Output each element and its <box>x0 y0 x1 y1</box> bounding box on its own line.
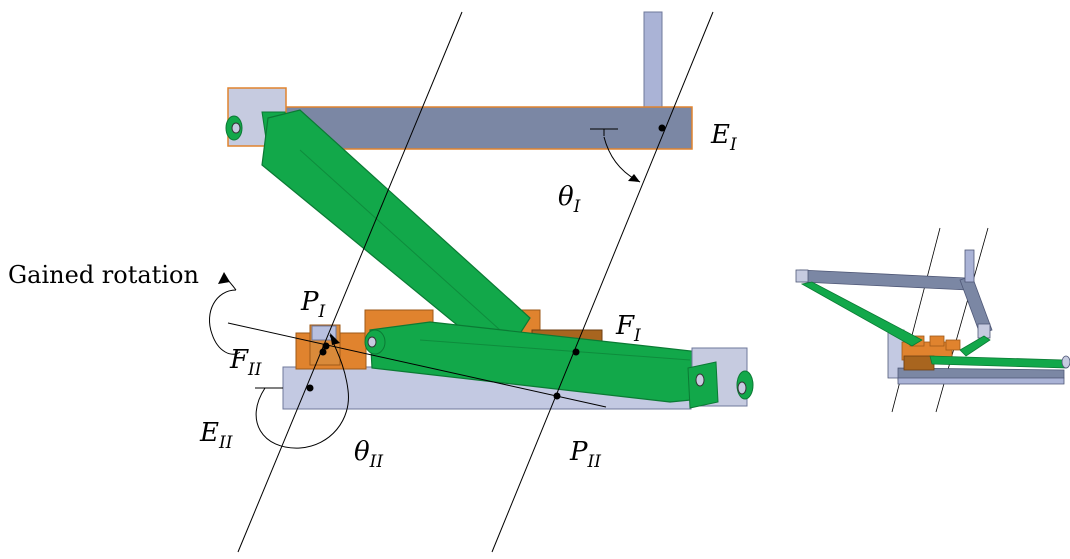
theta-ii-arc <box>255 333 349 449</box>
label-theta-i: θI <box>558 182 581 217</box>
theta-i-arc <box>603 136 641 183</box>
gained-rotation-arrow-icon <box>208 272 241 355</box>
labels: EI θI Gained rotation PI FI FII EII θII … <box>8 120 737 472</box>
point-upper-right <box>658 124 666 132</box>
label-e-ii: EII <box>199 418 233 453</box>
lower-right-joint <box>687 347 754 409</box>
label-p-i: PI <box>300 287 326 322</box>
top-post <box>643 11 663 111</box>
axis-lines <box>227 11 714 553</box>
right-axis-line <box>491 11 714 553</box>
label-f-i: FI <box>615 311 641 346</box>
point-f-i <box>572 348 580 356</box>
point-e-ii <box>306 384 314 392</box>
perspective-view <box>795 227 1070 413</box>
label-theta-ii: θII <box>354 437 383 472</box>
gained-rotation-line <box>227 322 607 408</box>
main-mechanism <box>225 11 754 410</box>
label-gained-rotation: Gained rotation <box>8 261 199 289</box>
point-p-ii <box>553 392 561 400</box>
points <box>306 124 666 400</box>
point-p-i-a <box>322 342 330 350</box>
label-p-ii: PII <box>569 437 601 472</box>
upper-frame-bar <box>281 106 693 150</box>
label-e-i: EI <box>710 120 737 155</box>
left-axis-line <box>237 11 463 553</box>
point-p-i-b <box>319 348 327 356</box>
label-f-ii: FII <box>229 345 262 380</box>
